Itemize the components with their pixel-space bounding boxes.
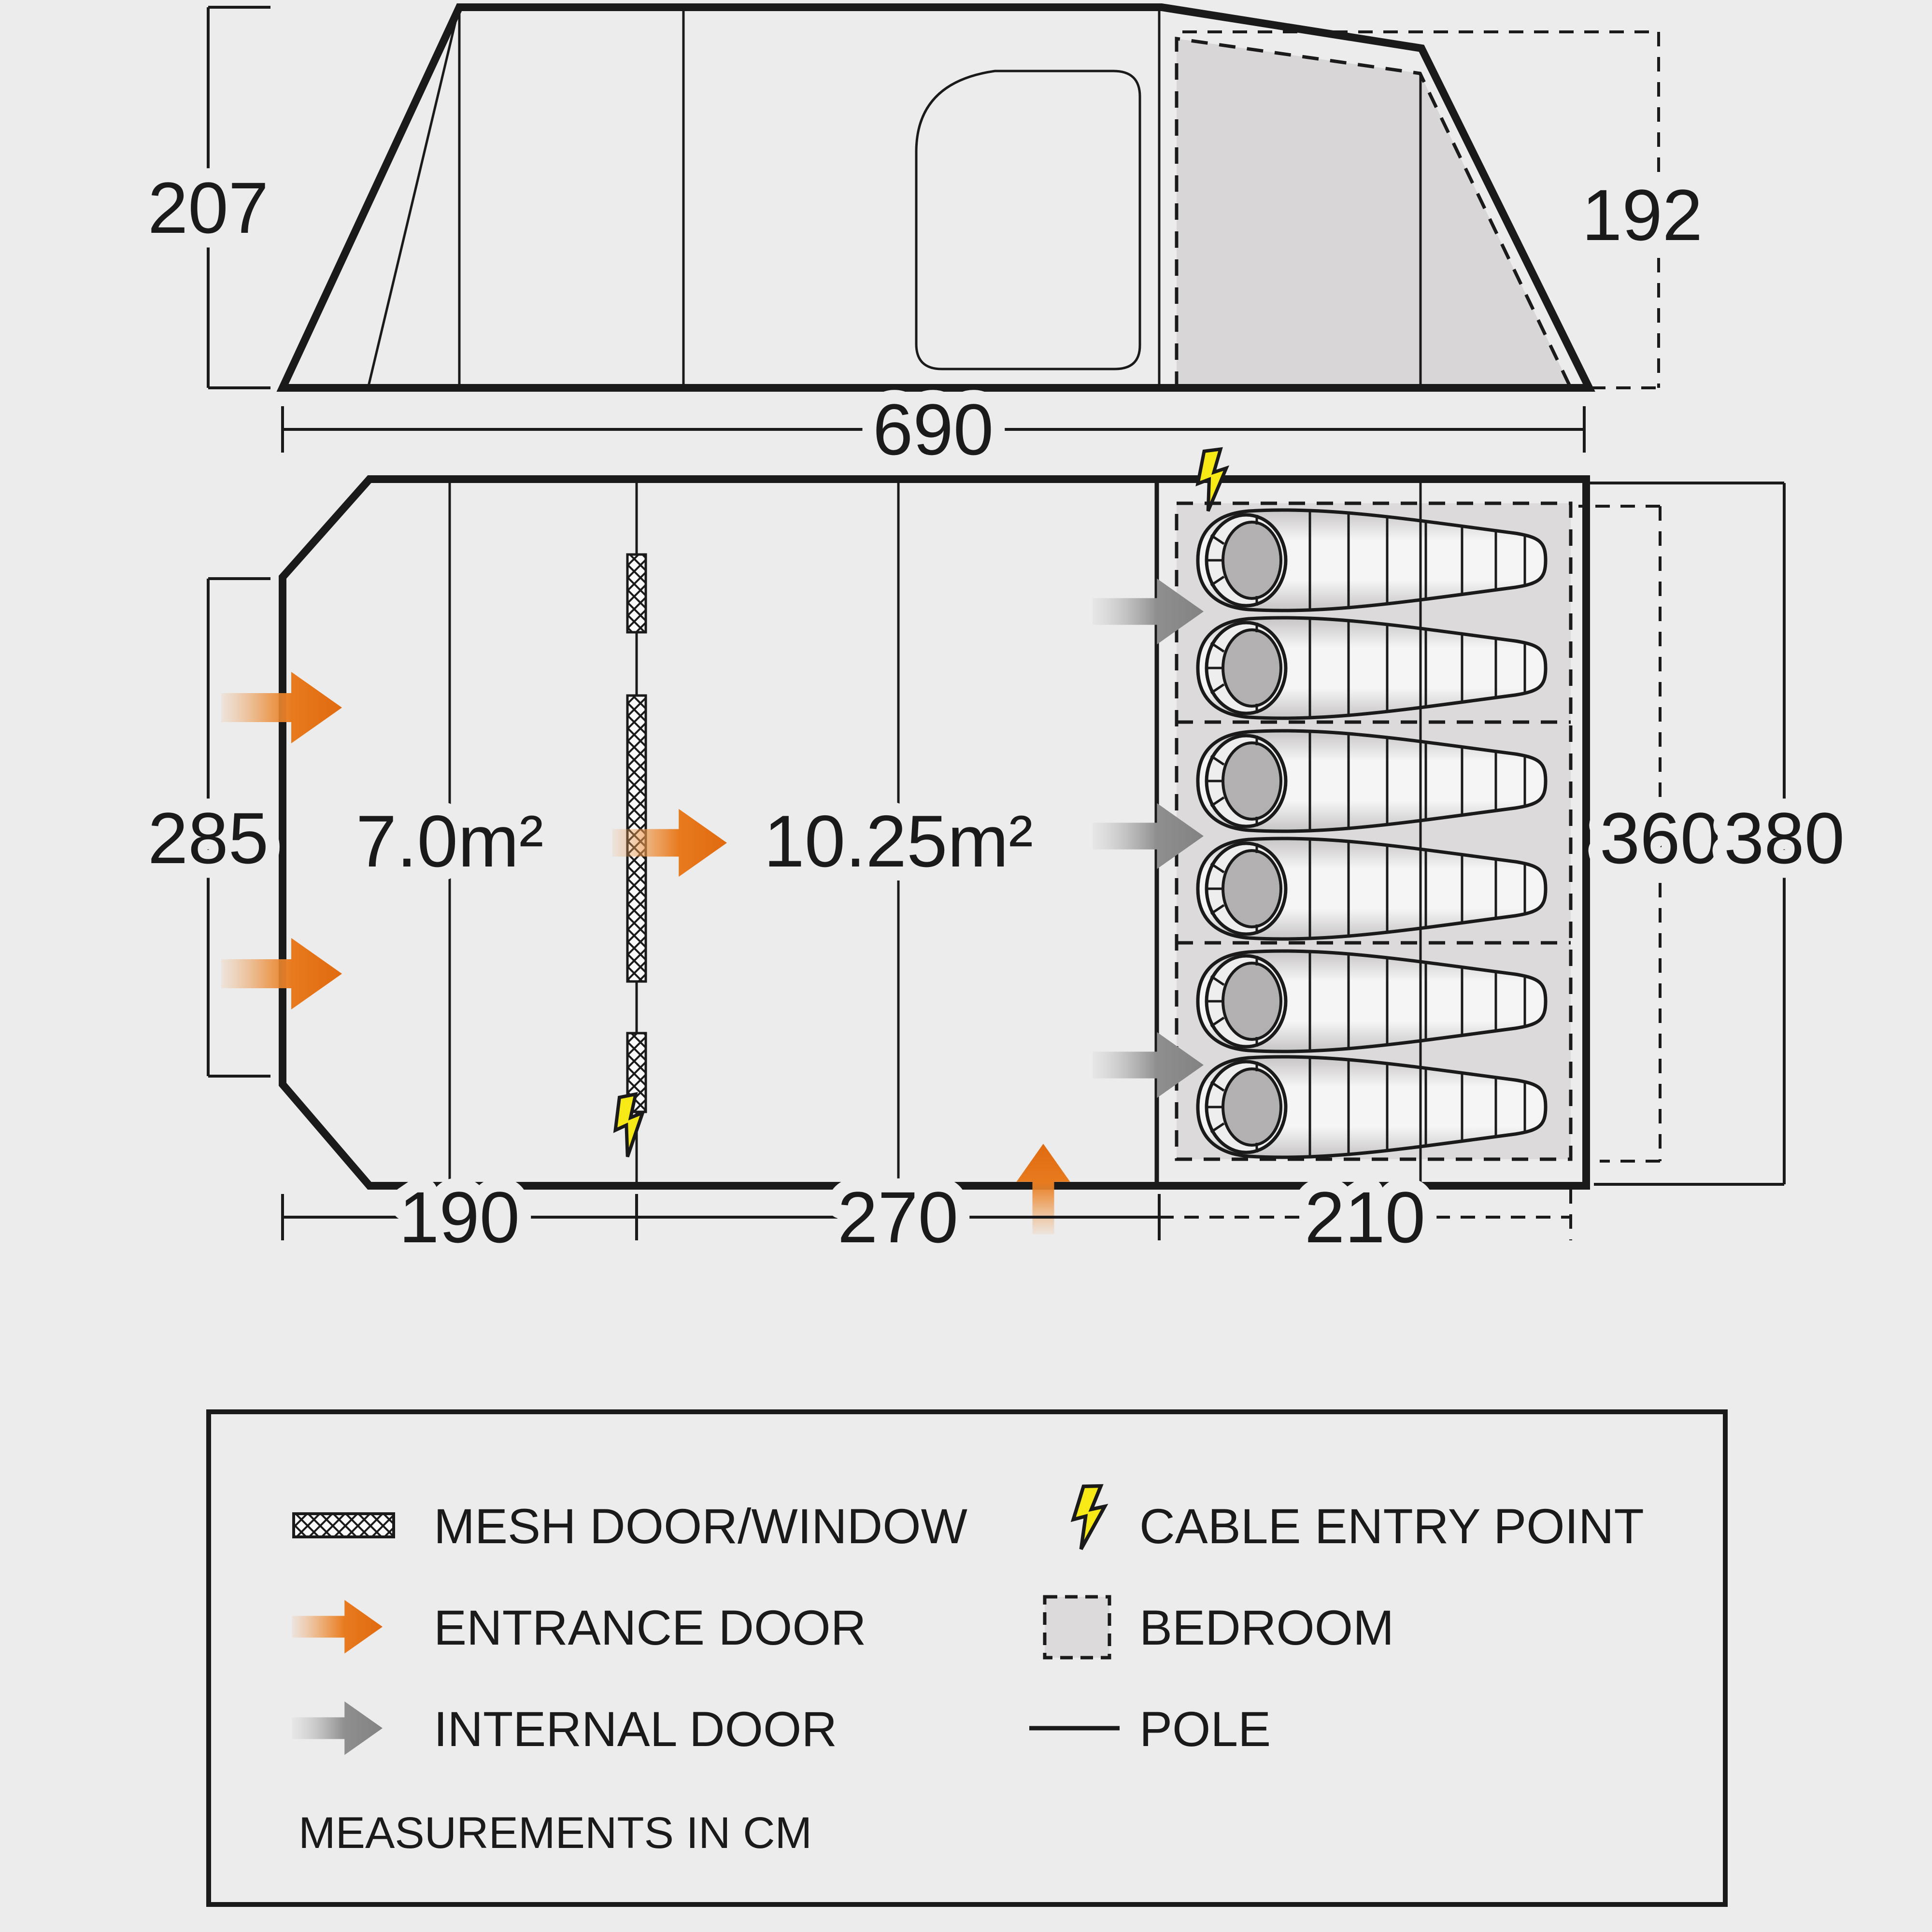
dim-207-caps — [208, 6, 270, 389]
legend-label: CABLE ENTRY POINT — [1139, 1499, 1644, 1554]
dim-207-label: 207 — [148, 167, 269, 248]
dimension-207: 207 — [134, 6, 283, 389]
floorplan-tent-outline — [279, 475, 1590, 1190]
elevation-view: 207 192 — [134, 3, 1717, 392]
elevation-bedroom-fill — [1177, 39, 1571, 388]
elevation-tent-outline — [276, 3, 1595, 392]
bedroom-swatch-icon — [1043, 1595, 1111, 1660]
bedroom-compartment-dividers — [1177, 720, 1571, 945]
dimension-360: 360 — [1578, 505, 1734, 1163]
legend-box — [206, 1409, 1728, 1907]
mesh-window-icon — [626, 553, 647, 634]
dimension-285: 285 — [134, 577, 283, 1078]
legend-label: BEDROOM — [1139, 1600, 1394, 1655]
dimension-192: 192 — [1182, 30, 1717, 389]
dim-285-label: 285 — [148, 797, 269, 879]
dim-210-label: 210 — [1305, 1177, 1425, 1258]
internal-arrow-icon — [292, 1701, 383, 1755]
entrance-arrow-icon — [292, 1600, 383, 1654]
porch-area-label: 7.0m² — [356, 800, 544, 882]
lightning-icon — [1069, 1484, 1110, 1549]
elevation-inner-slope-line — [367, 9, 460, 388]
dim-360-label: 360 — [1600, 797, 1720, 879]
dimension-380: 380 — [1590, 482, 1859, 1186]
legend-label: MESH DOOR/WINDOW — [434, 1499, 967, 1554]
legend: MESH DOOR/WINDOW CABLE ENTRY POINT ENTRA… — [206, 1409, 1728, 1907]
dim-380-label: 380 — [1724, 797, 1845, 879]
measurements-note: MEASUREMENTS IN CM — [298, 1808, 812, 1858]
dim-270-label: 270 — [838, 1177, 958, 1258]
dimension-bottom-row: 190 270 210 — [281, 1163, 1572, 1272]
dim-690-ticks — [281, 406, 1586, 453]
dim-bottom-ticks — [281, 1194, 1161, 1240]
dim-192-label: 192 — [1582, 174, 1703, 256]
dim-190-label: 190 — [399, 1177, 520, 1258]
legend-label: ENTRANCE DOOR — [434, 1600, 866, 1655]
elevation-bedroom-dashed-outline — [1175, 36, 1573, 389]
dim-285-caps — [208, 577, 270, 1078]
dim-380-lines — [1590, 482, 1786, 1186]
dimension-690: 690 — [281, 375, 1586, 484]
dim-192-lines — [1182, 30, 1660, 389]
dim-360-lines — [1578, 505, 1662, 1163]
legend-label: INTERNAL DOOR — [434, 1702, 837, 1757]
dim-690-label: 690 — [873, 389, 994, 470]
mesh-swatch-icon — [292, 1512, 395, 1538]
floorplan-view: 7.0m² 10.25m² 285 360 380 190 270 210 — [134, 447, 1859, 1272]
elevation-window — [915, 70, 1141, 370]
living-area-label: 10.25m² — [764, 800, 1033, 882]
legend-label: POLE — [1139, 1702, 1271, 1757]
